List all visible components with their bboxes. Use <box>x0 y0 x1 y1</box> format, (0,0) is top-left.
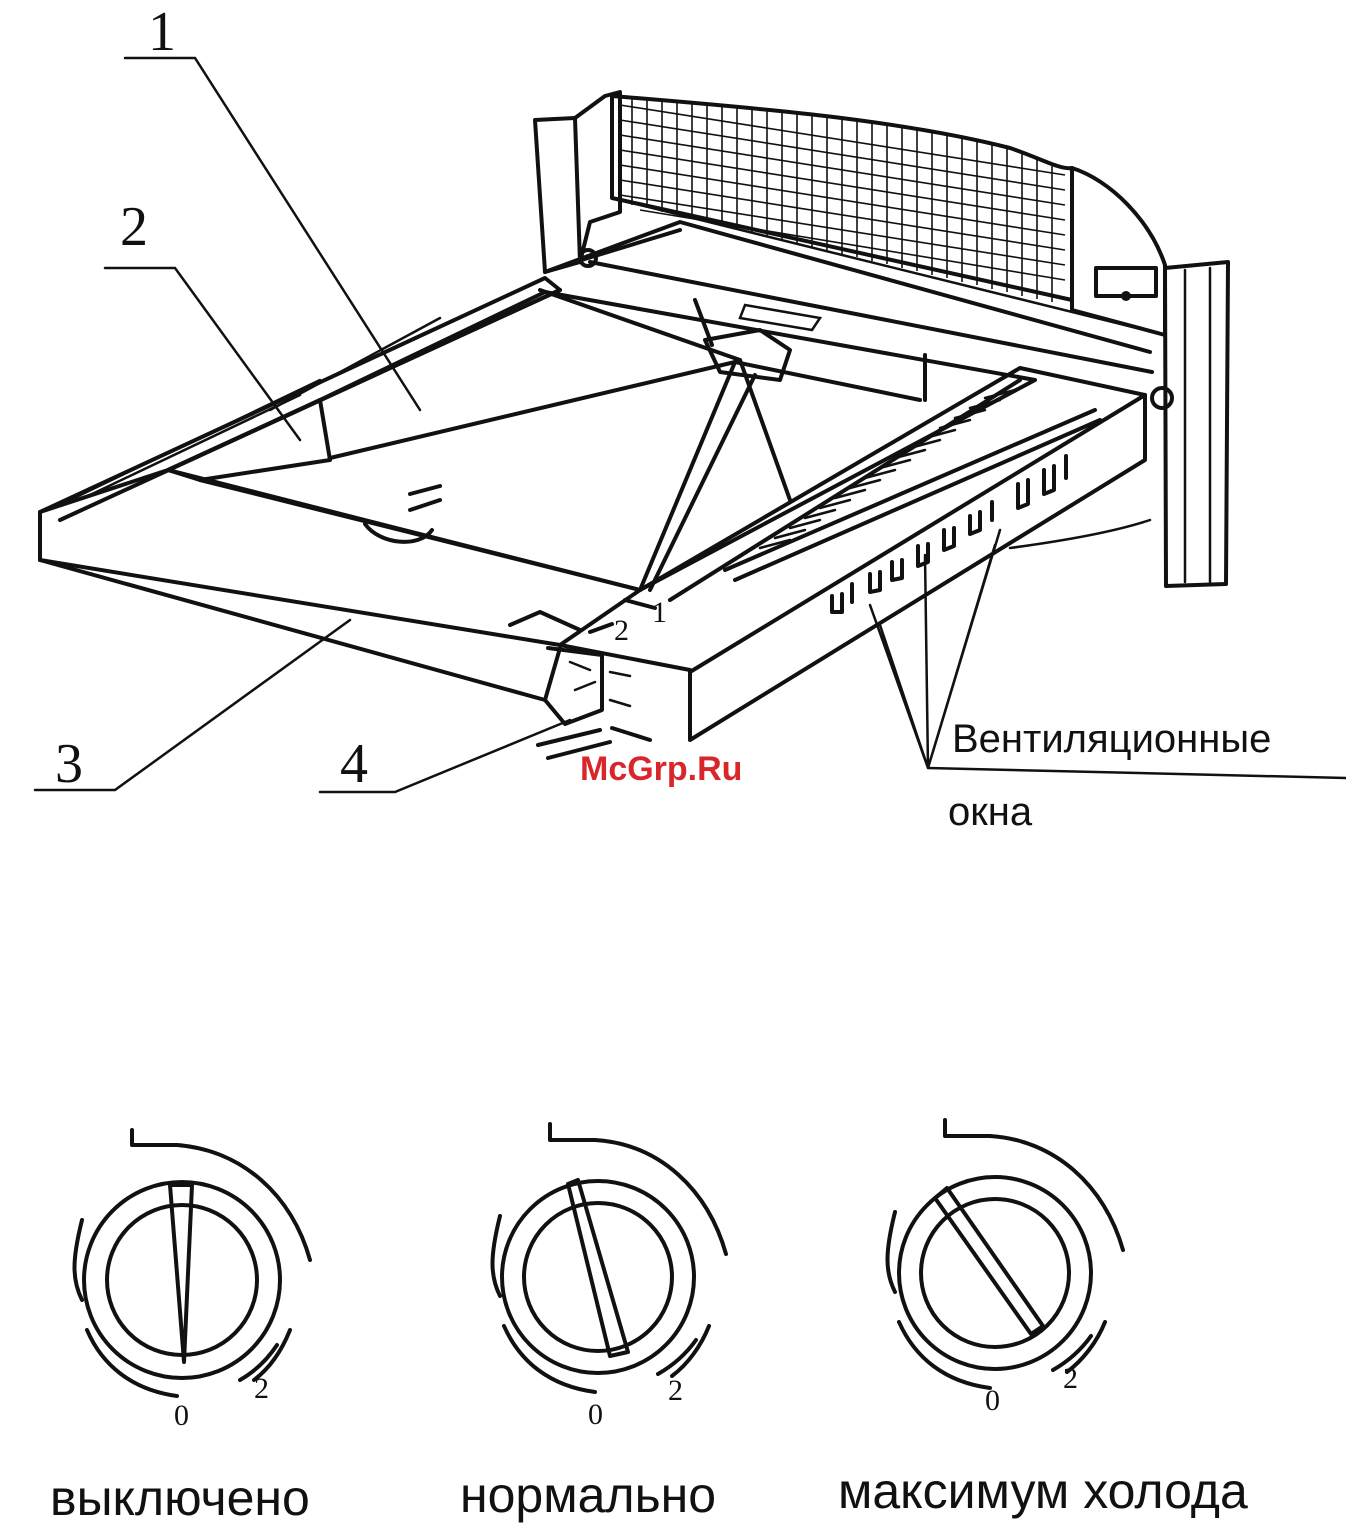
caption-off: выключено <box>50 1470 310 1526</box>
dial-positions: 0 2 выключено 0 2 нормально 0 2 <box>50 1120 1248 1526</box>
caption-normal: нормально <box>460 1467 716 1523</box>
dial-max-zero: 0 <box>985 1384 1000 1417</box>
vent-label-line2: окна <box>948 790 1033 834</box>
dial-normal-zero: 0 <box>588 1398 603 1431</box>
callouts: 1 2 3 4 <box>35 1 570 795</box>
dial-normal: 0 2 <box>493 1124 727 1431</box>
dial-normal-two: 2 <box>668 1374 683 1407</box>
callout-1: 1 <box>148 1 176 63</box>
dial-off: 0 2 <box>75 1130 311 1432</box>
drawer-drawing: 1 2 1 2 3 4 Вентиляционные окна McGrp.Ru <box>35 1 1346 834</box>
dial-off-two: 2 <box>254 1372 269 1405</box>
dial-off-zero: 0 <box>174 1399 189 1432</box>
callout-2: 2 <box>120 196 148 258</box>
watermark: McGrp.Ru <box>580 750 742 788</box>
callout-3: 3 <box>55 733 83 795</box>
mark-2: 2 <box>614 614 629 647</box>
dial-max: 0 2 <box>888 1120 1124 1417</box>
mark-1: 1 <box>652 596 667 629</box>
vent-windows <box>832 456 1066 612</box>
caption-max: максимум холода <box>838 1463 1248 1519</box>
back-panel <box>535 92 1228 586</box>
mesh-grille <box>620 98 1065 302</box>
dial-max-two: 2 <box>1063 1362 1078 1395</box>
drawer-tray <box>40 278 1145 758</box>
vent-label-line1: Вентиляционные <box>952 717 1271 761</box>
vent-label-group: Вентиляционные окна <box>870 530 1346 834</box>
callout-4: 4 <box>340 733 368 795</box>
